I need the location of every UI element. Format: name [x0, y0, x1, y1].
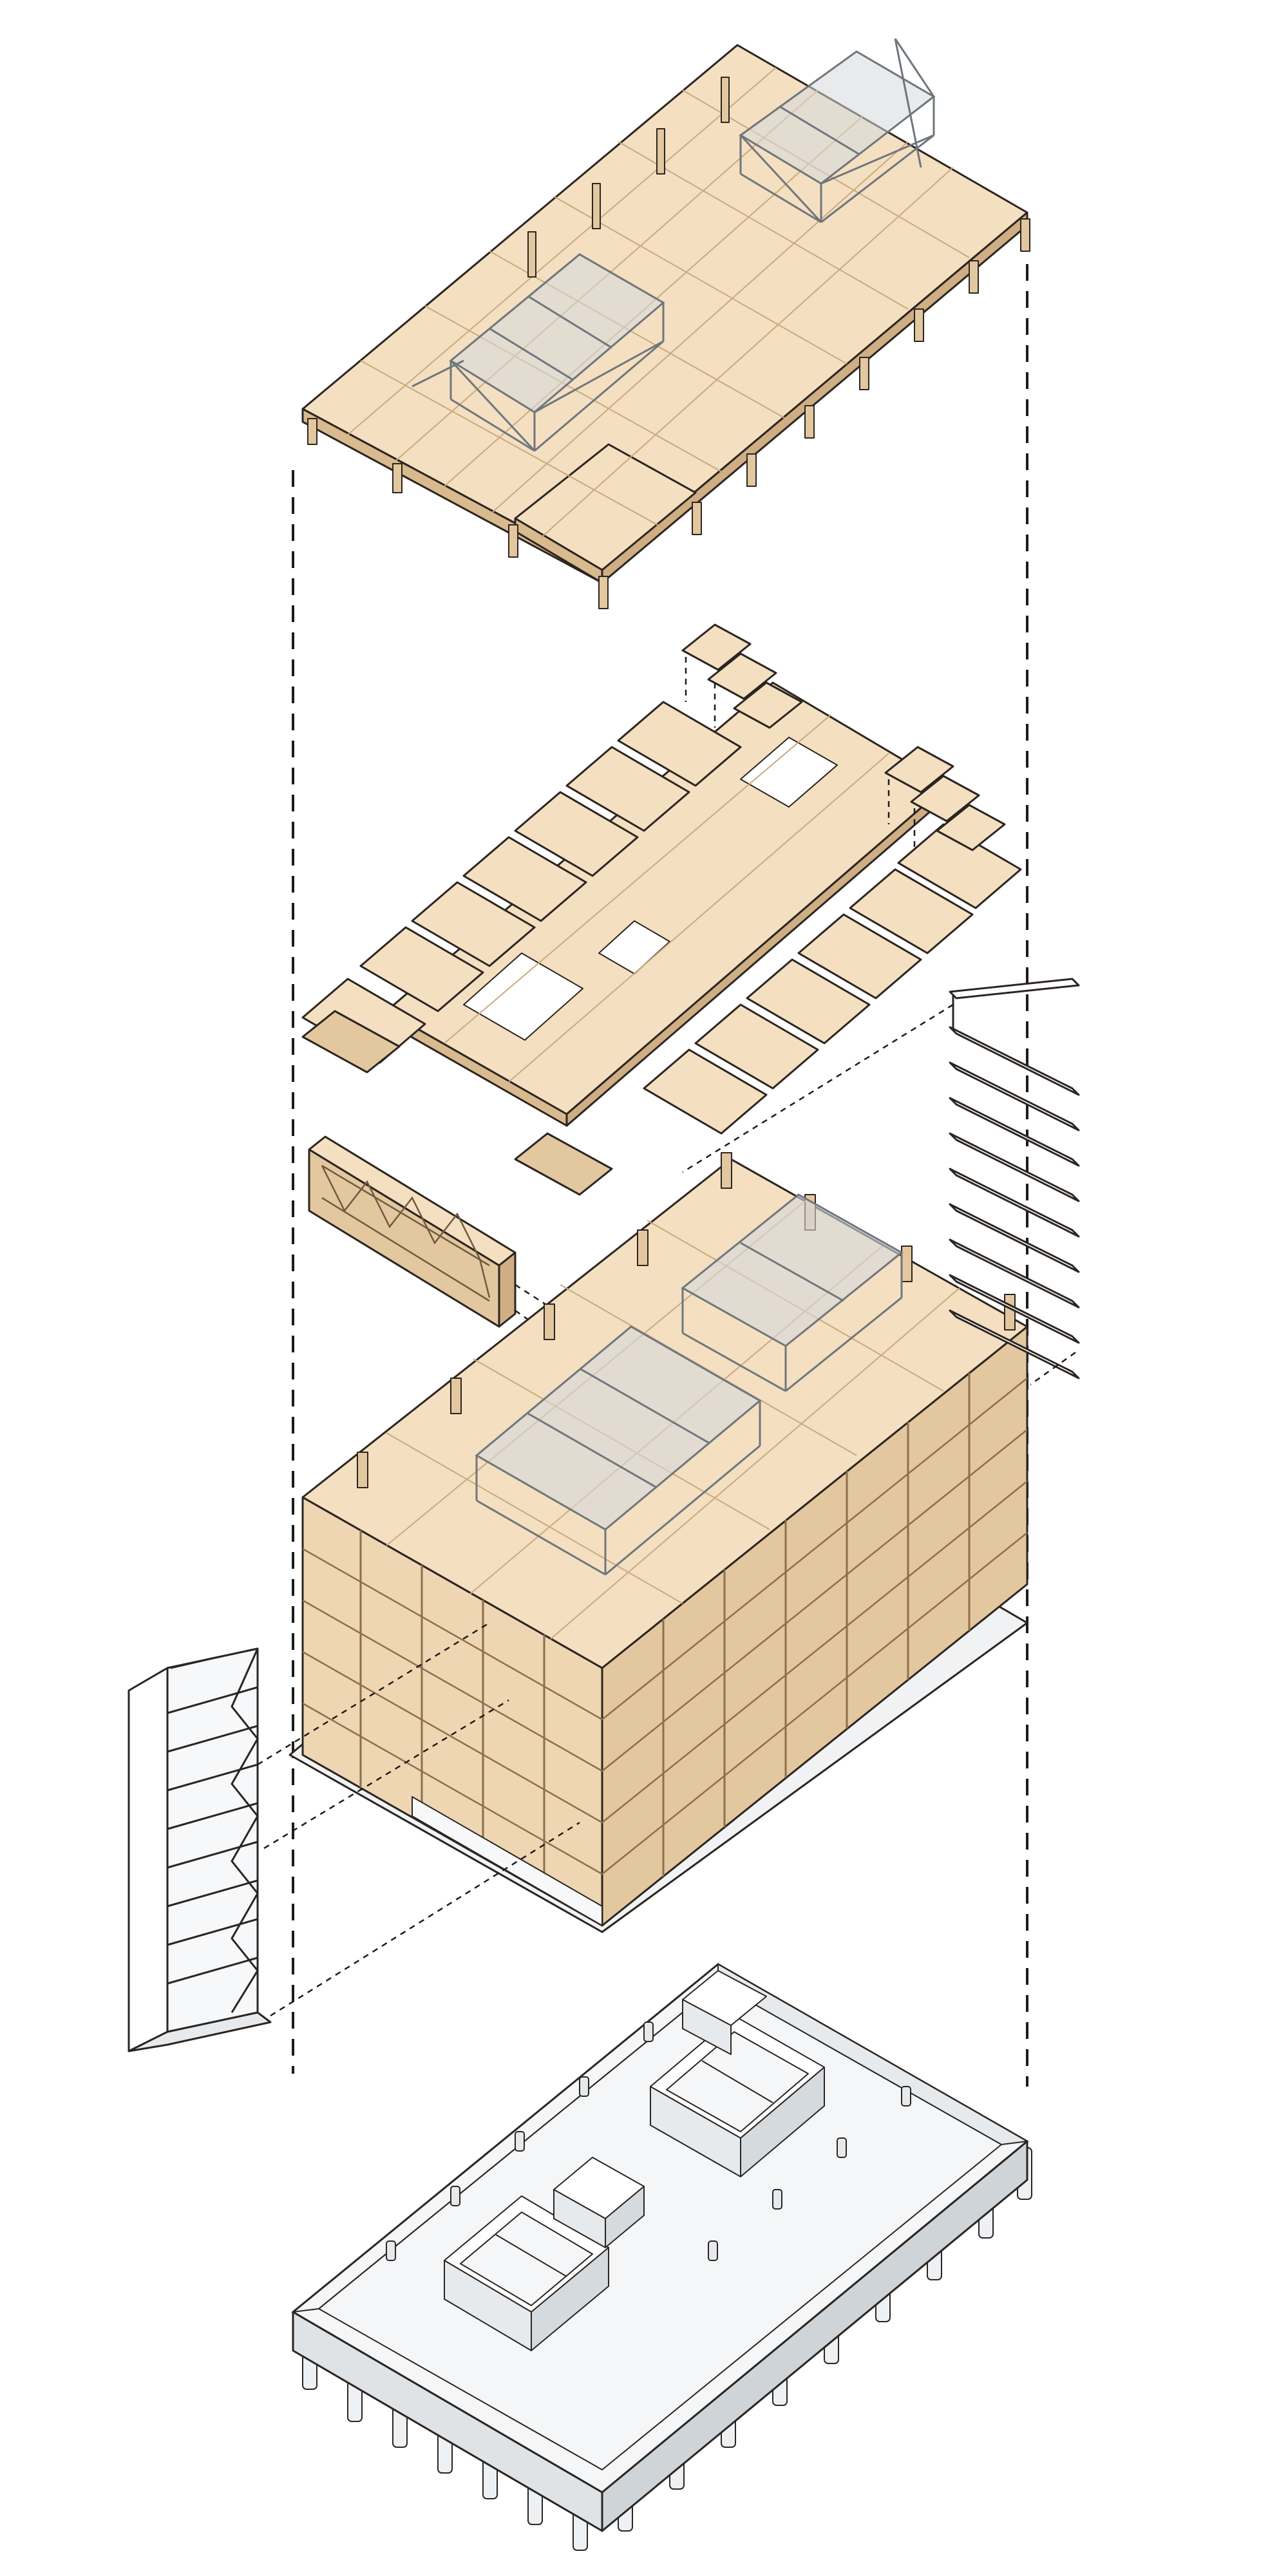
timber-roof-with-steel-trusses: [301, 38, 1030, 609]
alignment-guides: [292, 264, 1028, 2087]
podium-corner-room: [682, 1970, 767, 2055]
floor-opening-2: [598, 920, 670, 974]
frame-steel-core: [475, 1193, 904, 1576]
clt-floor-panels: [301, 623, 1022, 1196]
floor-panels-left: [301, 701, 742, 1064]
podium-lift-core: [553, 2157, 645, 2248]
stair-pieces: [681, 623, 1006, 851]
timber-truss-beam: [308, 1135, 567, 1347]
brace-frame-panels-right: [682, 978, 1080, 1386]
roof-steel-truss-left: [412, 253, 665, 452]
floor-edge-piece: [514, 1132, 613, 1196]
podium-core-right: [650, 2015, 825, 2177]
brace-frame-tower-left: [128, 1622, 580, 2052]
timber-frame-with-steel-core: [289, 1152, 1028, 1933]
floor-opening-3: [740, 737, 838, 808]
floor-opening-1: [463, 952, 583, 1041]
roof-steel-truss-right: [739, 38, 936, 223]
concrete-podium-on-piles: [290, 1962, 1032, 2551]
floor-panels-right: [643, 823, 1022, 1135]
